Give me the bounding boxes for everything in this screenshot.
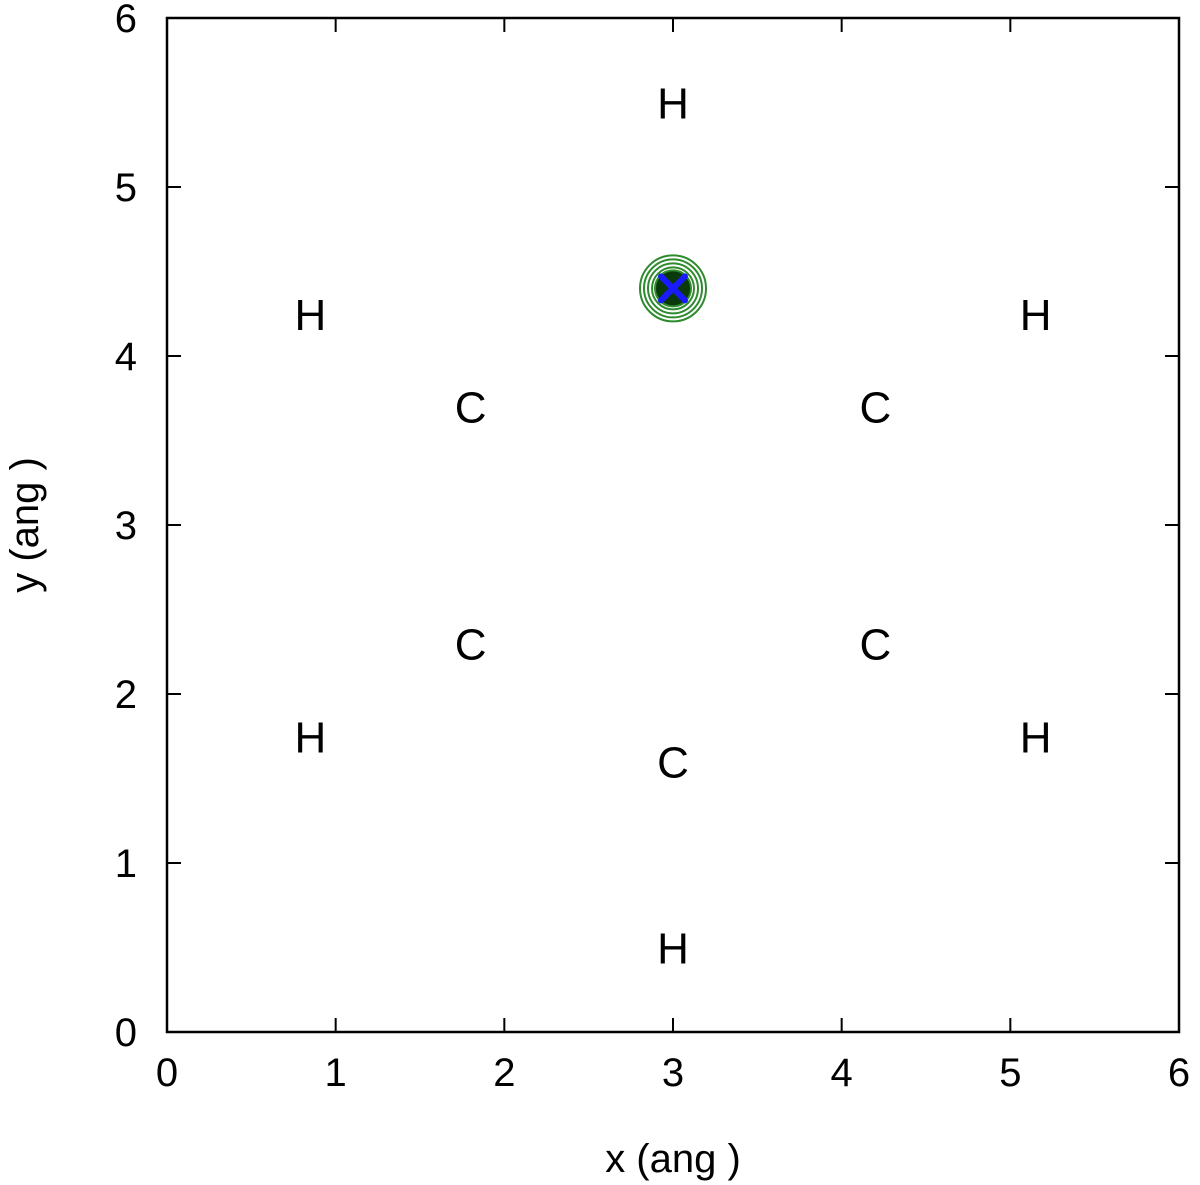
atom-label-h: H (294, 291, 326, 340)
atom-label-h: H (1020, 713, 1052, 762)
atom-label-c: C (860, 384, 892, 433)
y-tick-label: 1 (115, 842, 137, 886)
x-tick-label: 5 (999, 1051, 1021, 1095)
x-tick-label: 2 (493, 1051, 515, 1095)
x-tick-label: 4 (831, 1051, 853, 1095)
atom-label-c: C (455, 384, 487, 433)
atom-label-h: H (1020, 291, 1052, 340)
x-tick-label: 6 (1168, 1051, 1190, 1095)
x-axis-title: x (ang ) (605, 1137, 741, 1181)
y-tick-label: 0 (115, 1011, 137, 1055)
atom-label-c: C (455, 620, 487, 669)
tick-labels: 0 1 2 3 4 5 6 0 1 2 3 4 5 6 (115, 0, 1190, 1095)
axis-ticks (166, 17, 1180, 1033)
contour-ring (647, 262, 699, 315)
atom-labels: H H H C C C C H H C H (294, 80, 1051, 974)
x-tick-label: 1 (325, 1051, 347, 1095)
contour-ring (651, 266, 695, 311)
atom-label-h: H (294, 713, 326, 762)
y-tick-label: 4 (115, 335, 137, 379)
plot-frame (165, 16, 1181, 1034)
y-tick-label: 6 (115, 0, 137, 41)
y-axis-title: y (ang ) (3, 457, 47, 593)
y-tick-label: 3 (115, 504, 137, 548)
x-tick-label: 3 (662, 1051, 684, 1095)
atom-label-h: H (657, 80, 689, 129)
position-marker (658, 273, 688, 304)
atom-label-c: C (860, 620, 892, 669)
contour-ring (639, 254, 707, 323)
x-tick-label: 0 (156, 1051, 178, 1095)
atom-label-h: H (657, 925, 689, 974)
marker-x-stroke (658, 273, 688, 304)
y-tick-label: 5 (115, 166, 137, 210)
atom-label-c: C (657, 739, 689, 788)
y-tick-label: 2 (115, 673, 137, 717)
contour-ring (643, 258, 703, 319)
